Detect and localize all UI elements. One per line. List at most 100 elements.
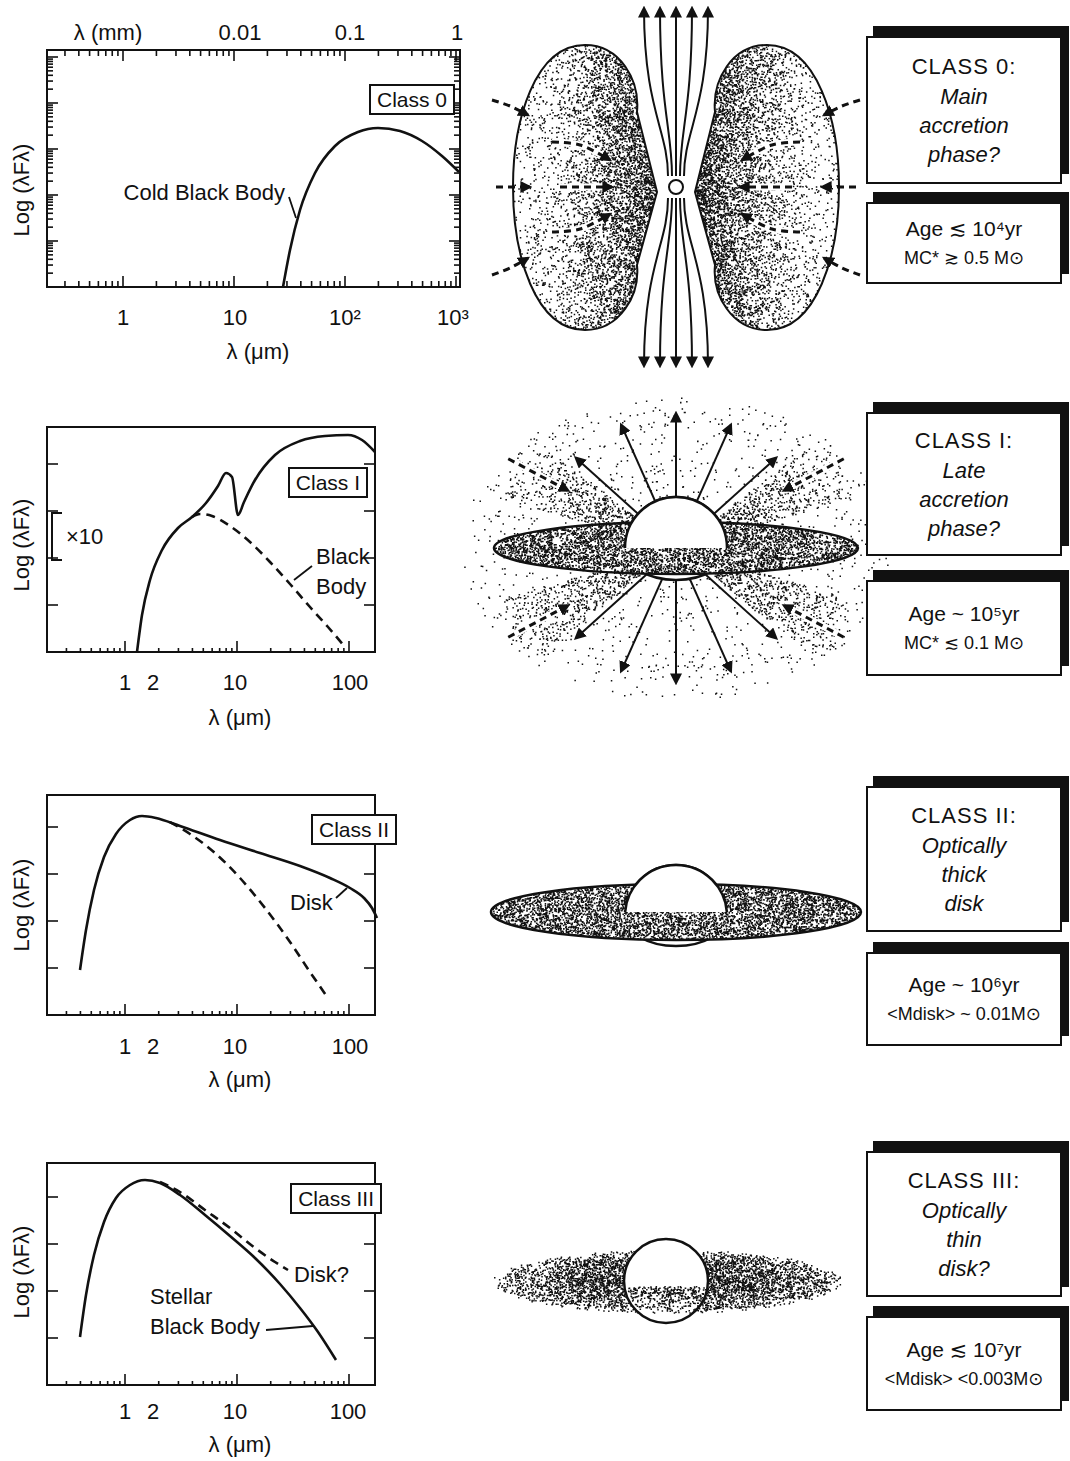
axis-tick <box>47 208 53 210</box>
axis-tick <box>47 196 53 198</box>
leader-line <box>294 566 312 580</box>
axis-tick <box>454 180 460 182</box>
axis-tick <box>192 1381 194 1385</box>
axis-tick <box>47 172 53 174</box>
tick-label: 1 <box>451 20 463 46</box>
axis-tick <box>455 276 457 287</box>
sed-plot-frame <box>47 1163 375 1385</box>
class-description: Optically thick disk <box>918 831 1010 918</box>
axis-tick <box>327 281 329 287</box>
infall-arrow <box>822 186 856 189</box>
axis-tick <box>454 162 460 164</box>
axis-tick <box>454 245 460 247</box>
axis-tick <box>454 254 460 256</box>
axis-tick <box>47 80 53 82</box>
outflow-arrow <box>660 198 672 366</box>
axis-tick <box>158 648 160 652</box>
axis-tick <box>454 153 460 155</box>
tick-label: 10 <box>223 1399 247 1425</box>
axis-tick <box>454 70 460 72</box>
axis-tick <box>47 510 58 512</box>
axis-tick <box>454 61 460 63</box>
axis-tick <box>47 226 53 228</box>
infall-arrow <box>740 186 792 189</box>
axis-tick <box>454 196 460 198</box>
axis-tick <box>64 50 66 56</box>
axis-tick <box>47 63 53 65</box>
axis-tick <box>216 50 218 56</box>
class-stage-box: CLASS III:Optically thin disk? <box>866 1151 1062 1297</box>
axis-tick <box>219 1381 221 1385</box>
axis-tick <box>364 1243 375 1245</box>
axis-tick <box>47 199 53 201</box>
axis-tick <box>189 281 191 287</box>
plot-frame <box>47 427 375 652</box>
axis-tick <box>236 1004 238 1015</box>
axis-tick <box>99 1011 101 1015</box>
infall-arrow <box>508 605 568 637</box>
axis-tick <box>225 648 227 652</box>
infall-arrow <box>784 605 844 637</box>
axis-tick <box>47 112 53 114</box>
axis-tick <box>337 1011 339 1015</box>
axis-tick <box>449 56 460 58</box>
axis-tick <box>117 281 119 287</box>
axis-tick <box>66 1011 68 1015</box>
axis-tick <box>454 66 460 68</box>
outflow-arrow <box>684 8 708 176</box>
infall-arrow <box>552 142 610 160</box>
axis-tick <box>438 281 440 287</box>
axis-tick <box>290 648 292 652</box>
class-one-illustration <box>464 398 891 698</box>
axis-tick <box>323 1011 325 1015</box>
axis-tick <box>90 1381 92 1385</box>
sed-curve <box>137 435 375 652</box>
age-line: Age ≲ 10⁷yr <box>906 1334 1021 1365</box>
axis-title: λ (mm) <box>74 20 142 46</box>
axis-tick <box>47 250 53 252</box>
disk-front-stipple <box>628 1286 706 1314</box>
protostar <box>669 180 683 194</box>
axis-tick <box>454 247 460 249</box>
axis-tick <box>300 281 302 287</box>
axis-tick <box>47 61 53 63</box>
axis-tick <box>438 50 440 56</box>
axis-tick <box>119 1381 121 1385</box>
tick-label: 1 <box>119 670 131 696</box>
axis-tick <box>80 1011 82 1015</box>
infall-arrow <box>824 258 860 275</box>
plot-frame <box>47 1163 375 1385</box>
axis-tick <box>47 70 53 72</box>
class-stage-box: CLASS I:Late accretion phase? <box>866 412 1062 556</box>
axis-tick <box>175 50 177 56</box>
protostar-envelope <box>492 8 860 366</box>
axis-tick <box>304 648 306 652</box>
sed-curves <box>80 128 459 1360</box>
axis-tick <box>47 75 53 77</box>
class-stage-box: CLASS II:Optically thick disk <box>866 786 1062 932</box>
tick-label: 1 <box>117 305 129 331</box>
axis-tick <box>378 281 380 287</box>
axis-tick <box>113 648 115 652</box>
infall-halo <box>560 184 612 191</box>
axis-tick <box>364 873 375 875</box>
axis-tick <box>454 80 460 82</box>
axis-tick <box>454 116 460 118</box>
axis-tick <box>189 50 191 56</box>
axis-tick <box>66 648 68 652</box>
axis-tick <box>47 58 53 60</box>
axis-tick <box>47 1337 58 1339</box>
axis-tick <box>158 1381 160 1385</box>
axis-tick <box>47 604 58 606</box>
axis-tick <box>311 50 313 56</box>
axis-tick <box>343 648 345 652</box>
axis-title: λ (μm) <box>209 1067 272 1093</box>
axis-tick <box>105 281 107 287</box>
axis-tick <box>47 150 53 152</box>
axis-tick <box>122 276 124 287</box>
axis-tick <box>454 158 460 160</box>
envelope-outline <box>513 45 657 330</box>
axis-tick <box>454 250 460 252</box>
axis-tick <box>122 50 124 61</box>
